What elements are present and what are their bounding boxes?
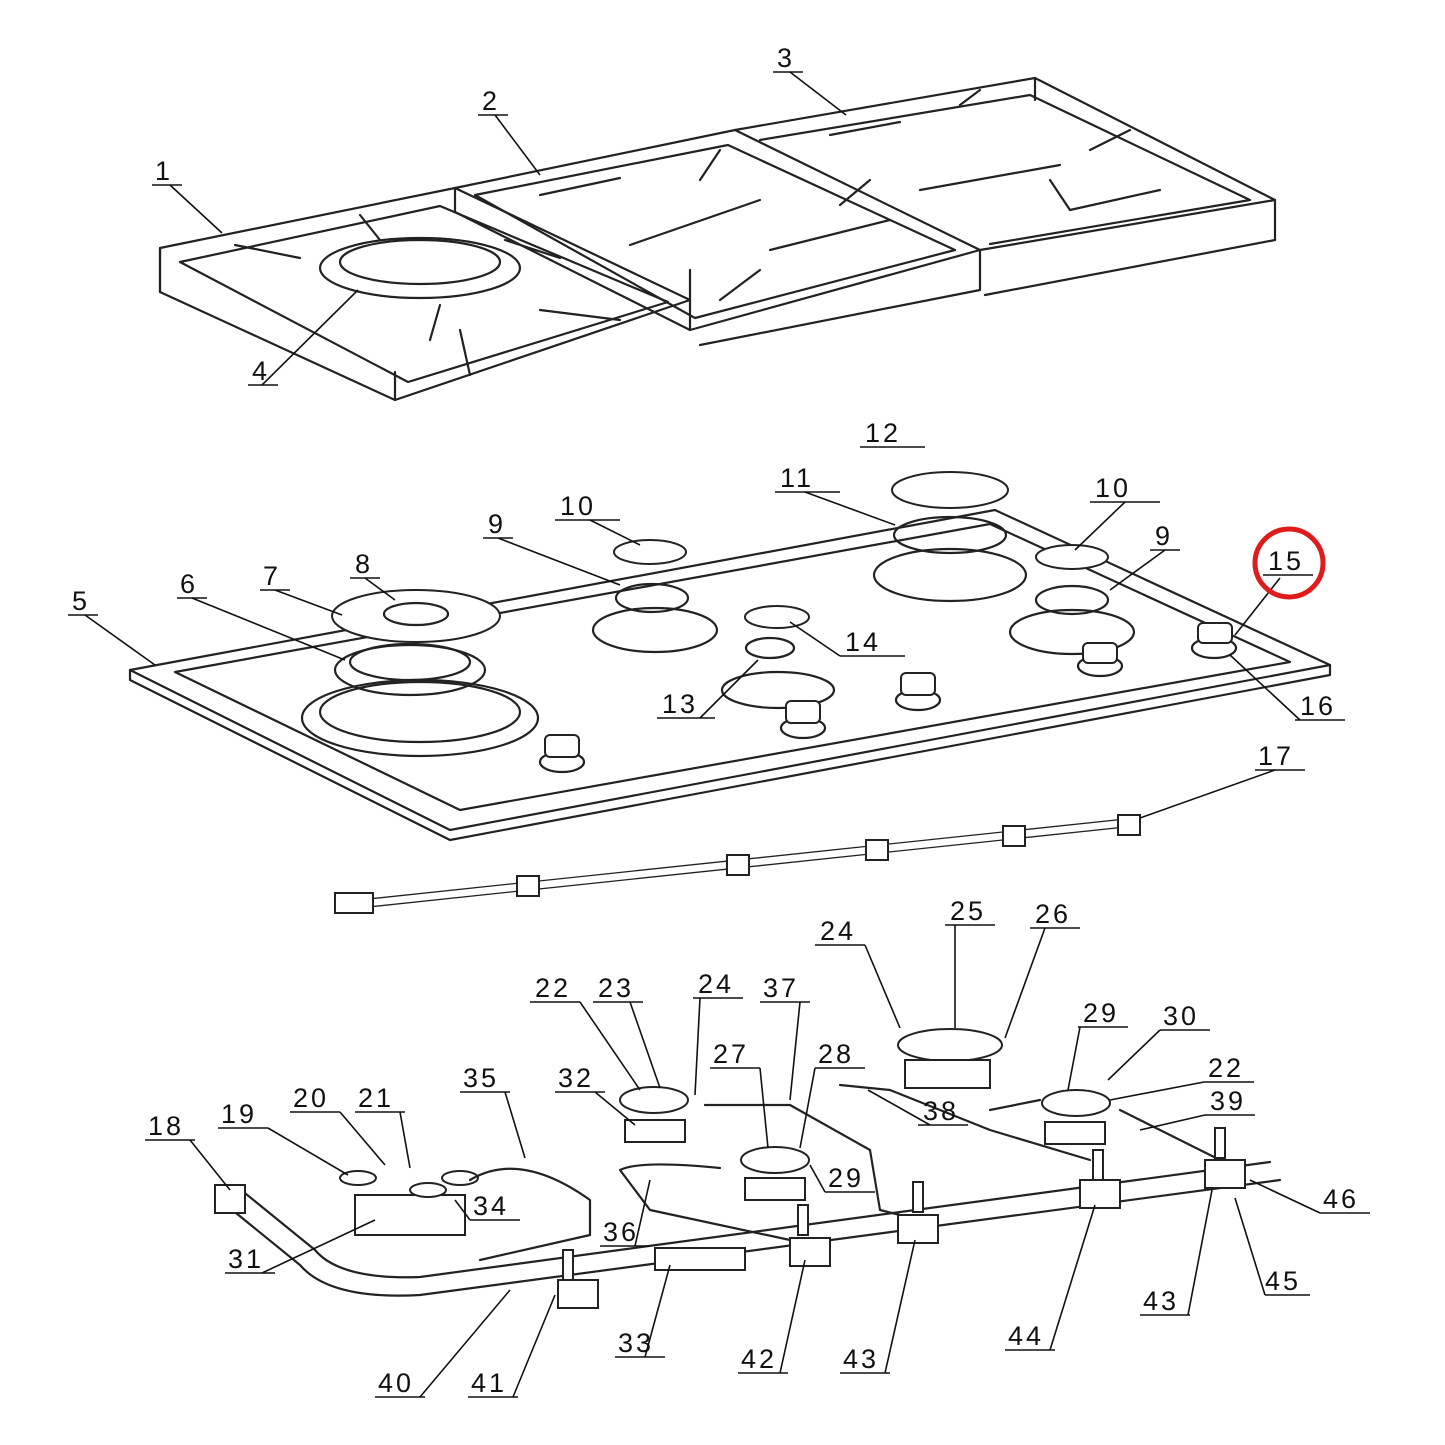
pan-support-middle (453, 128, 982, 347)
callout-41: 41 (471, 1368, 507, 1398)
callout-46: 46 (1323, 1184, 1359, 1214)
callout-1: 1 (155, 156, 173, 186)
callout-12: 12 (865, 418, 901, 448)
callout-28: 28 (818, 1039, 854, 1069)
callout-29-right: 29 (1083, 998, 1119, 1028)
callout-26: 26 (1035, 899, 1071, 929)
callout-24-right: 24 (820, 916, 856, 946)
callout-39: 39 (1210, 1086, 1246, 1116)
callout-16: 16 (1300, 691, 1336, 721)
callout-22-left: 22 (535, 973, 571, 1003)
callout-21: 21 (358, 1083, 394, 1113)
control-knobs (538, 622, 1238, 774)
callout-9-right: 9 (1155, 521, 1173, 551)
callout-11: 11 (780, 463, 814, 493)
callout-24-left: 24 (698, 969, 734, 999)
callout-43-right: 43 (1143, 1286, 1179, 1316)
ignition-harness (334, 814, 1141, 914)
callout-5: 5 (72, 586, 90, 616)
pan-support-left (158, 186, 692, 402)
callout-38: 38 (923, 1096, 959, 1126)
callout-35: 35 (463, 1063, 499, 1093)
callout-23: 23 (598, 973, 634, 1003)
callout-7: 7 (263, 561, 281, 591)
gas-manifold (214, 1028, 1282, 1309)
callout-43-left: 43 (843, 1344, 879, 1374)
callout-10-right: 10 (1095, 473, 1131, 503)
callout-37: 37 (763, 973, 799, 1003)
callout-33: 33 (618, 1328, 654, 1358)
callout-10-left: 10 (560, 491, 596, 521)
callout-13: 13 (662, 689, 698, 719)
callout-19: 19 (221, 1099, 257, 1129)
callout-2: 2 (482, 86, 500, 116)
callout-40: 40 (378, 1368, 414, 1398)
cooktop-top (128, 471, 1332, 842)
callout-4: 4 (252, 356, 270, 386)
callout-44: 44 (1008, 1321, 1044, 1351)
pan-support-right (733, 76, 1277, 297)
callout-27: 27 (713, 1039, 749, 1069)
callout-31: 31 (228, 1244, 264, 1274)
leader-lines (68, 71, 1370, 1398)
callout-34: 34 (473, 1191, 509, 1221)
callout-labels: 1 2 3 4 5 6 7 8 9 10 11 12 10 9 15 14 13… (72, 43, 1359, 1398)
callout-36: 36 (603, 1217, 639, 1247)
callout-25: 25 (950, 896, 986, 926)
callout-29-left: 29 (828, 1163, 864, 1193)
callout-22-right: 22 (1208, 1053, 1244, 1083)
callout-20: 20 (293, 1083, 329, 1113)
callout-17: 17 (1258, 741, 1294, 771)
callout-45: 45 (1265, 1266, 1301, 1296)
callout-42: 42 (741, 1344, 777, 1374)
callout-3: 3 (777, 43, 795, 73)
callout-32: 32 (558, 1063, 594, 1093)
callout-6: 6 (180, 569, 198, 599)
callout-9-left: 9 (488, 509, 506, 539)
callout-15: 15 (1268, 546, 1304, 576)
callout-30: 30 (1163, 1001, 1199, 1031)
highlight-circle (1252, 526, 1326, 600)
pan-support-group (158, 76, 1277, 402)
callout-14: 14 (845, 627, 881, 657)
callout-8: 8 (355, 549, 373, 579)
callout-18: 18 (148, 1111, 184, 1141)
